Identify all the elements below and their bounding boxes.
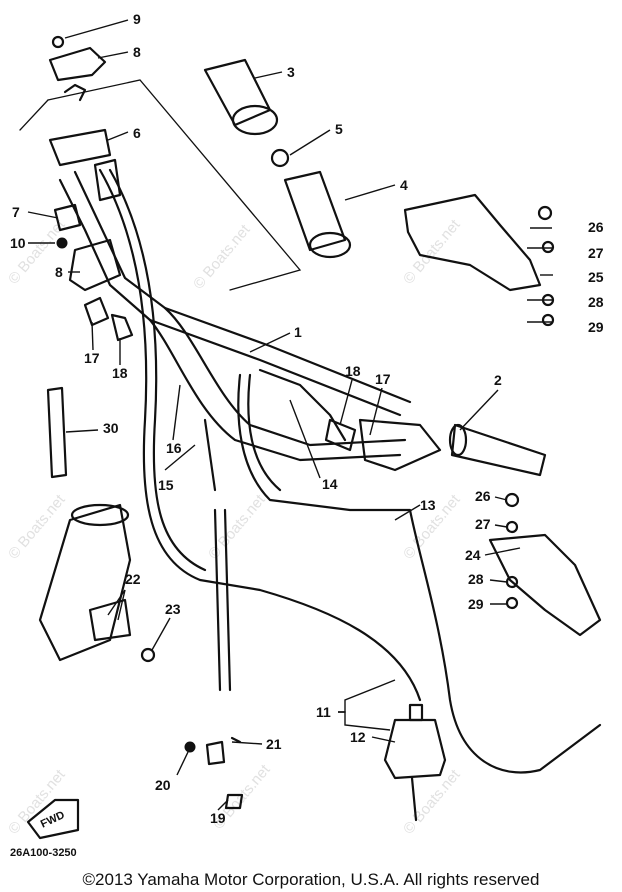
callout-21: 21: [266, 736, 282, 752]
callout-28-top: 28: [588, 294, 604, 310]
callout-18-left: 18: [112, 365, 128, 381]
leader-lines: [27, 19, 553, 811]
fwd-label: FWD: [39, 809, 67, 830]
left-side-parts: [19, 35, 302, 342]
watermark: © Boats.net: [5, 766, 69, 838]
callout-9: 9: [133, 11, 141, 27]
throttle-housing: [383, 703, 447, 822]
callout-15: 15: [158, 477, 174, 493]
callout-17-left: 17: [84, 350, 100, 366]
callout-26-top: 26: [588, 219, 604, 235]
watermark: © Boats.net: [190, 221, 254, 293]
callout-29-top: 29: [588, 319, 604, 335]
callout-11: 11: [316, 704, 331, 720]
callouts: 9 8 3 6 5 4 7 10 8 1 17 18 2 18 17 30 16…: [10, 11, 604, 826]
callout-27-bottom: 27: [475, 516, 491, 532]
callout-6: 6: [133, 125, 141, 141]
drawing-code: 26A100-3250: [10, 847, 77, 859]
callout-1: 1: [294, 324, 302, 340]
callout-22: 22: [125, 571, 141, 587]
tie-strap: [46, 386, 68, 479]
callout-7: 7: [12, 204, 20, 220]
callout-18-right: 18: [345, 363, 361, 379]
callout-24: 24: [465, 547, 481, 563]
right-grip-parts: [258, 368, 547, 477]
callout-10: 10: [10, 235, 26, 251]
callout-12: 12: [350, 729, 366, 745]
small-parts: [184, 736, 244, 810]
watermark: © Boats.net: [400, 216, 464, 288]
callout-3: 3: [287, 64, 295, 80]
watermarks: © Boats.net © Boats.net © Boats.net © Bo…: [5, 216, 464, 838]
callout-13: 13: [420, 497, 436, 513]
callout-23: 23: [165, 601, 181, 617]
callout-14: 14: [322, 476, 338, 492]
callout-8: 8: [133, 44, 141, 60]
callout-5: 5: [335, 121, 343, 137]
throttle-parts: [203, 58, 352, 259]
callout-4: 4: [400, 177, 408, 193]
callout-8-lower: 8: [55, 264, 63, 280]
cables: [98, 168, 602, 774]
callout-16: 16: [166, 440, 182, 456]
callout-25: 25: [588, 269, 604, 285]
callout-30: 30: [103, 420, 119, 436]
callout-28-bottom: 28: [468, 571, 484, 587]
fork-parts: [38, 503, 156, 663]
copyright-notice: ©2013 Yamaha Motor Corporation, U.S.A. A…: [82, 870, 540, 889]
callout-2: 2: [494, 372, 502, 388]
callout-26-bottom: 26: [475, 488, 491, 504]
callout-20: 20: [155, 777, 171, 793]
callout-17-right: 17: [375, 371, 391, 387]
callout-19: 19: [210, 810, 226, 826]
callout-29-bottom: 29: [468, 596, 484, 612]
callout-27-top: 27: [588, 245, 604, 261]
